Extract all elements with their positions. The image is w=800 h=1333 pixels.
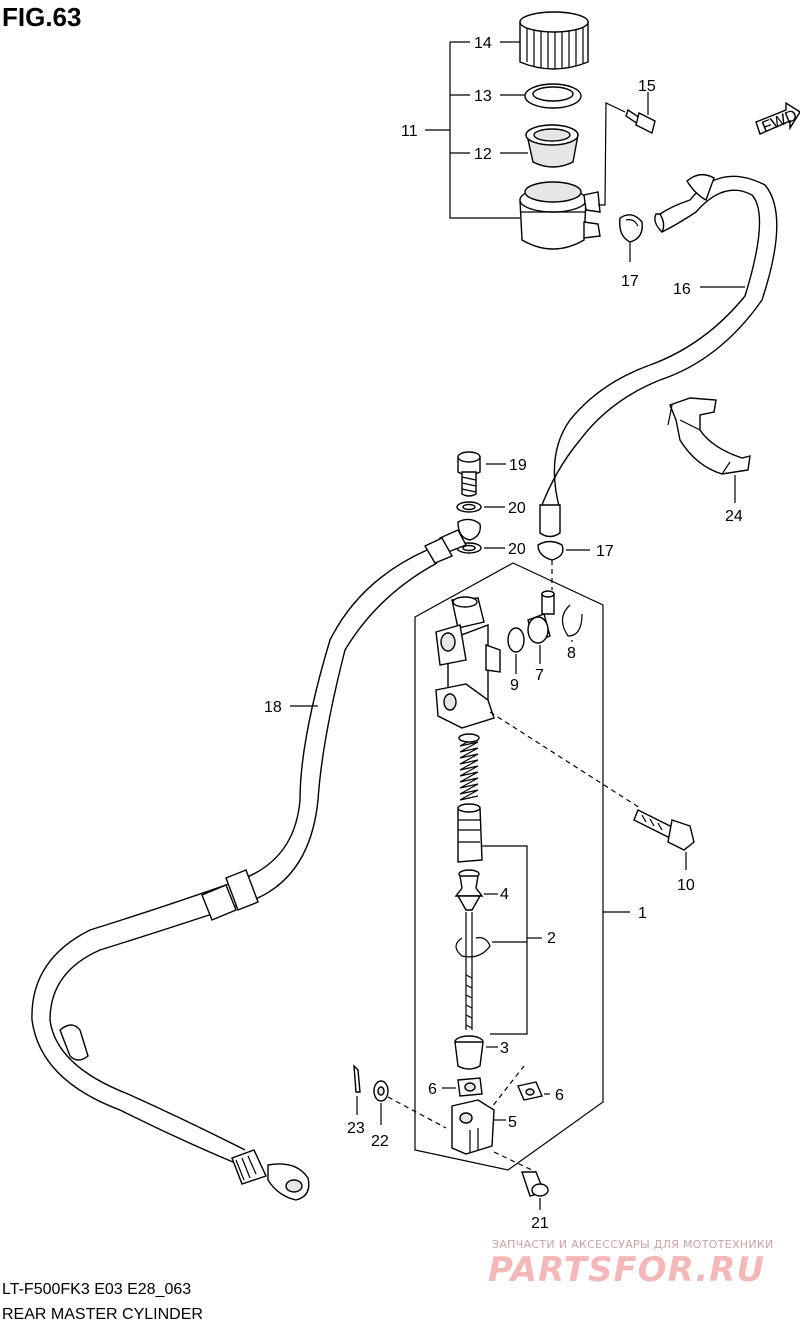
- watermark-tagline: ЗАПЧАСТИ И АКСЕССУАРЫ ДЛЯ МОТОТЕХНИКИ: [492, 1238, 774, 1251]
- kit-boundary: [414, 562, 604, 1171]
- hose-clamp-upper: [619, 214, 643, 262]
- callout-3: 3: [500, 1040, 509, 1057]
- hose-joint-7: [527, 590, 555, 664]
- reservoir-hose: [539, 173, 778, 538]
- callout-22: 22: [371, 1133, 389, 1150]
- reservoir-diaphragm: [525, 124, 579, 168]
- push-rod-circlip: [455, 937, 491, 958]
- callout-6-right: 6: [555, 1087, 564, 1104]
- callout-14: 14: [474, 35, 492, 52]
- callout-11: 11: [401, 123, 418, 140]
- figure-title: FIG.63: [2, 2, 82, 32]
- callout-12: 12: [474, 146, 492, 163]
- union-bolt-19: [457, 451, 506, 497]
- callout-15: 15: [638, 78, 656, 95]
- callout-1: 1: [638, 905, 647, 922]
- callout-24: 24: [725, 508, 743, 525]
- callout-13: 13: [474, 88, 492, 105]
- circlip-8: [561, 604, 583, 642]
- figure-name: REAR MASTER CYLINDER: [2, 1306, 203, 1323]
- figure-code: LT-F500FK3 E03 E28_063: [2, 1281, 192, 1298]
- callout-4: 4: [500, 886, 509, 903]
- callout-9: 9: [510, 677, 519, 694]
- reservoir-plate: [524, 83, 582, 109]
- master-cylinder-body: [435, 596, 641, 809]
- o-ring-9: [507, 627, 525, 674]
- return-spring: [458, 733, 480, 801]
- reservoir-cap: [519, 11, 589, 70]
- joint-3: [454, 1035, 498, 1070]
- nut-6-left: [442, 1077, 483, 1097]
- mounting-bolt-10: [633, 809, 695, 870]
- reservoir-body: [519, 181, 601, 250]
- clevis-pin-21: [521, 1171, 549, 1210]
- callout-17-upper: 17: [621, 273, 639, 290]
- washer-20-upper: [456, 501, 505, 513]
- hose-clamp-lower: [537, 540, 590, 590]
- push-rod: [465, 912, 473, 1030]
- reservoir-assembly: [425, 11, 626, 250]
- callout-23: 23: [347, 1120, 365, 1137]
- callout-16: 16: [673, 281, 691, 298]
- callout-8: 8: [567, 645, 576, 662]
- callout-20-lower: 20: [508, 541, 526, 558]
- nut-6-right: [487, 1065, 550, 1113]
- brake-hose: [31, 518, 481, 1201]
- callout-18: 18: [264, 699, 282, 716]
- cotter-pin-23: [353, 1064, 361, 1115]
- bolt-15: [625, 92, 656, 135]
- callout-6-left: 6: [428, 1081, 437, 1098]
- callout-19: 19: [509, 457, 527, 474]
- callout-21: 21: [531, 1215, 549, 1232]
- clevis-5: [451, 1099, 537, 1173]
- callout-5: 5: [508, 1114, 517, 1131]
- callout-10: 10: [677, 877, 695, 894]
- callout-2: 2: [547, 930, 556, 947]
- svg-text:FWD: FWD: [760, 107, 800, 136]
- boot-4: [454, 869, 498, 911]
- callout-bracket-2: [482, 845, 542, 1035]
- watermark-brand: PARTSFOR.RU: [488, 1250, 766, 1290]
- hose-guide-clip: [667, 397, 751, 503]
- callout-20-upper: 20: [508, 500, 526, 517]
- callout-7: 7: [535, 667, 544, 684]
- washer-22: [373, 1080, 447, 1129]
- callout-17-lower: 17: [596, 543, 614, 560]
- piston-assembly: [457, 803, 483, 863]
- fwd-arrow: FWD: [755, 101, 800, 136]
